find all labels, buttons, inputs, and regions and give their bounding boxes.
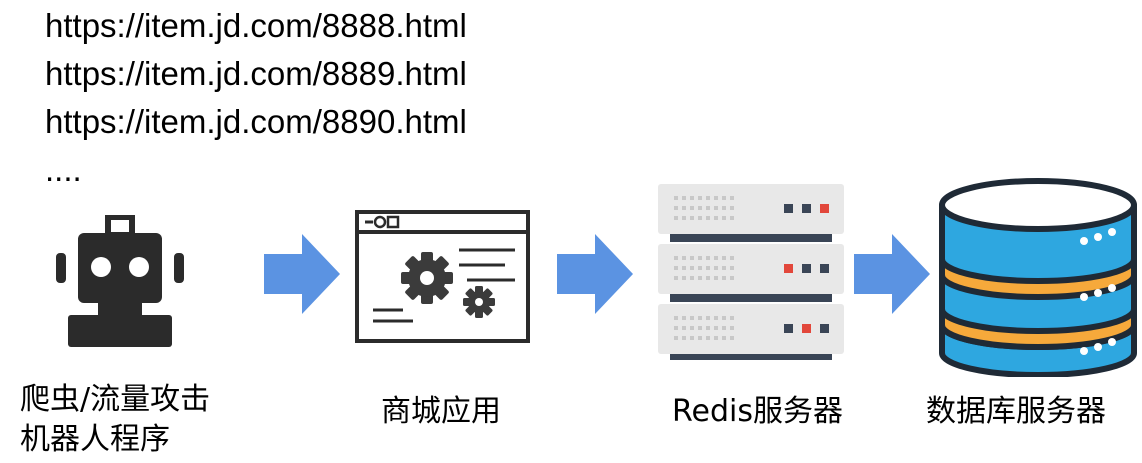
robot-label-line-1: 爬虫/流量攻击 xyxy=(20,382,211,417)
database-icon xyxy=(939,178,1137,377)
mall-label: 商城应用 xyxy=(381,394,501,429)
url-list: https://item.jd.com/8888.html https://it… xyxy=(45,2,605,194)
robot-label: 爬虫/流量攻击 机器人程序 xyxy=(20,380,210,460)
web-app-gear-icon xyxy=(355,210,530,343)
url-line-3: https://item.jd.com/8890.html xyxy=(45,103,467,140)
url-line-2: https://item.jd.com/8889.html xyxy=(45,55,467,92)
arrow-right-icon-2 xyxy=(557,234,633,314)
url-line-1: https://item.jd.com/8888.html xyxy=(45,7,467,44)
server-rack-icon xyxy=(658,184,844,360)
arrow-right-icon-1 xyxy=(264,234,340,314)
arrow-right-icon-3 xyxy=(854,234,930,314)
robot-label-line-2: 机器人程序 xyxy=(20,422,170,457)
url-line-ellipsis: .... xyxy=(45,151,82,188)
robot-icon xyxy=(56,215,184,347)
redis-label: Redis服务器 xyxy=(672,394,843,429)
database-label: 数据库服务器 xyxy=(926,394,1106,429)
